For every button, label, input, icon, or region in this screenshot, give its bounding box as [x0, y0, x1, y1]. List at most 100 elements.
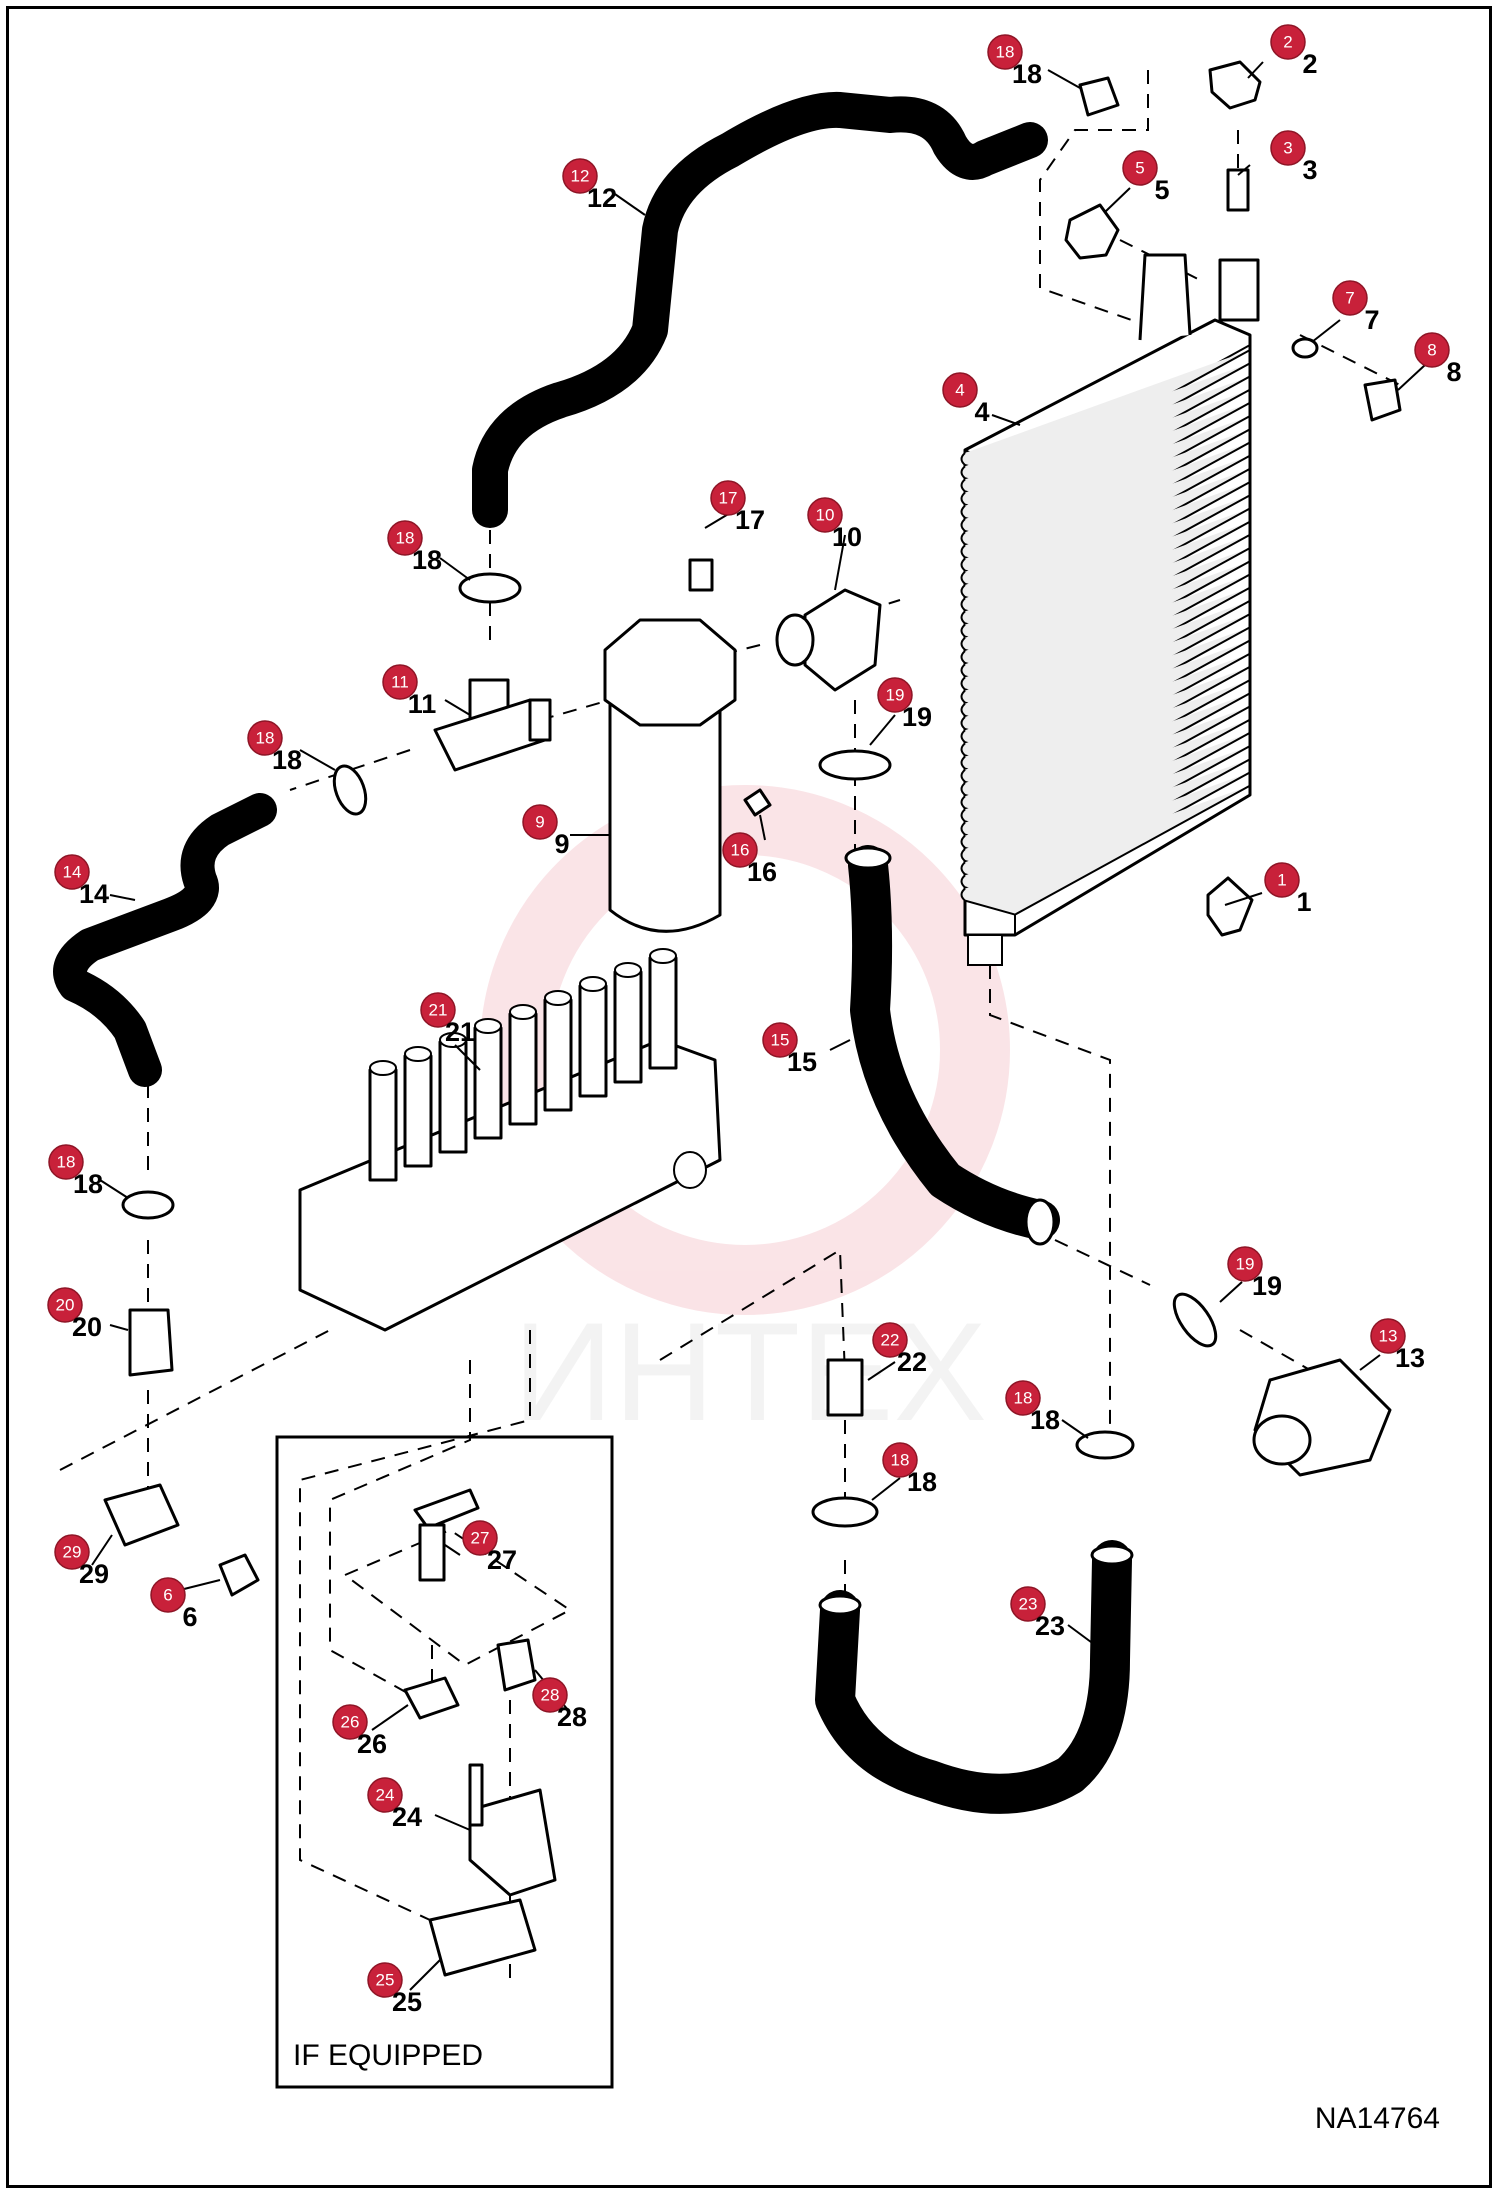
callout-badge-number: 5 — [1135, 159, 1144, 178]
reference-code: NA14764 — [1315, 2102, 1440, 2135]
callout-number: 9 — [554, 829, 569, 859]
callout-badge-number: 15 — [771, 1031, 790, 1050]
callout-badge — [367, 1777, 403, 1813]
leader-25 — [409, 1959, 441, 1991]
clamp-18-b — [332, 764, 368, 816]
callout-badge — [532, 1677, 568, 1713]
callout-badge — [987, 34, 1023, 70]
valve-spool-cap — [509, 1004, 537, 1020]
oil-cooler — [960, 253, 1260, 966]
valve-spool — [438, 1040, 468, 1154]
valve-spool — [473, 1026, 503, 1140]
assembly-line-tee-29 — [59, 1329, 331, 1520]
callout-number: 3 — [1302, 155, 1317, 185]
callout-number: 18 — [1030, 1405, 1060, 1435]
callout-number: 21 — [445, 1017, 475, 1047]
callout-badge-number: 17 — [719, 489, 738, 508]
valve-spool-cap — [439, 1032, 467, 1048]
callout-c1: 11 — [1264, 862, 1312, 917]
leader-14 — [109, 894, 136, 901]
assembly-line-top — [1039, 70, 1161, 331]
callout-number: 12 — [587, 183, 617, 213]
callout-badge-number: 12 — [571, 167, 590, 186]
callout-number: 2 — [1302, 49, 1317, 79]
tee-29 — [103, 1483, 180, 1547]
callout-badge-number: 18 — [996, 43, 1015, 62]
leader-15 — [829, 1039, 851, 1051]
callout-number: 27 — [487, 1545, 517, 1575]
callout-badge-number: 19 — [886, 686, 905, 705]
leader-13 — [1359, 1354, 1381, 1371]
tee-fitting-13 — [1252, 1358, 1392, 1477]
callout-badge — [942, 372, 978, 408]
plug-16 — [743, 788, 772, 817]
valve-24 — [468, 1788, 557, 1897]
callout-badge — [150, 1577, 186, 1613]
elbow-27-stem — [418, 1523, 446, 1582]
callout-number: 1 — [1296, 887, 1311, 917]
elbow-27 — [413, 1488, 480, 1530]
callout-badge-number: 23 — [1019, 1595, 1038, 1614]
hose-23-end-right — [1090, 1544, 1134, 1566]
callout-c5: 55 — [1122, 150, 1170, 205]
callout-badge-number: 24 — [376, 1786, 395, 1805]
hose-14 — [53, 793, 277, 1087]
callout-number: 28 — [557, 1702, 587, 1732]
leader-5 — [1104, 187, 1131, 213]
valve-spool — [613, 970, 643, 1084]
callout-badge — [1005, 1380, 1041, 1416]
hose-12 — [472, 91, 1048, 528]
valve-spool — [508, 1012, 538, 1126]
assembly-line-clamp-18 — [289, 699, 611, 791]
valve-port — [673, 1151, 707, 1189]
valve-spool — [403, 1054, 433, 1168]
callout-badge — [382, 664, 418, 700]
callout-badge — [1332, 280, 1368, 316]
callout-badge — [872, 1322, 908, 1358]
adapter-20 — [128, 1308, 174, 1377]
leader-21 — [454, 1044, 481, 1071]
clamp-19-b — [1172, 1292, 1218, 1348]
callout-badge — [1370, 1318, 1406, 1354]
watermark-text: ИНТЕХ — [513, 1293, 987, 1450]
diagram-frame — [6, 6, 1492, 2188]
callout-number: 8 — [1446, 357, 1461, 387]
manifold-25 — [428, 1898, 537, 1977]
cap-fitting-2 — [1208, 60, 1262, 110]
callout-badge-number: 22 — [881, 1331, 900, 1350]
callout-badge-number: 4 — [955, 381, 964, 400]
callout-badge — [47, 1287, 83, 1323]
watermark: ИНТЕХ — [480, 785, 1010, 1450]
filter-assembly — [603, 558, 882, 933]
callout-number: 20 — [72, 1312, 102, 1342]
callout-number: 10 — [832, 522, 862, 552]
callout-badge-number: 29 — [63, 1543, 82, 1562]
callout-badge-number: 7 — [1345, 289, 1354, 308]
callout-badge — [1270, 24, 1306, 60]
adapter-22 — [826, 1358, 864, 1417]
callout-number: 22 — [897, 1347, 927, 1377]
washer-7 — [1291, 337, 1319, 359]
leader-16 — [759, 814, 766, 841]
callout-badge-number: 18 — [57, 1153, 76, 1172]
callout-badge-number: 19 — [1236, 1255, 1255, 1274]
hose-23 — [815, 1540, 1132, 1814]
callout-badge-number: 3 — [1283, 139, 1292, 158]
valve-spool-cap — [369, 1060, 397, 1076]
callout-badge — [332, 1704, 368, 1740]
valve-spool-cap — [614, 962, 642, 978]
valve-spool-cap — [649, 948, 677, 964]
leader-19a — [869, 714, 896, 746]
callout-number: 16 — [747, 857, 777, 887]
tee-13-port — [1252, 1414, 1312, 1466]
callout-number: 13 — [1395, 1343, 1425, 1373]
callout-badge — [48, 1144, 84, 1180]
